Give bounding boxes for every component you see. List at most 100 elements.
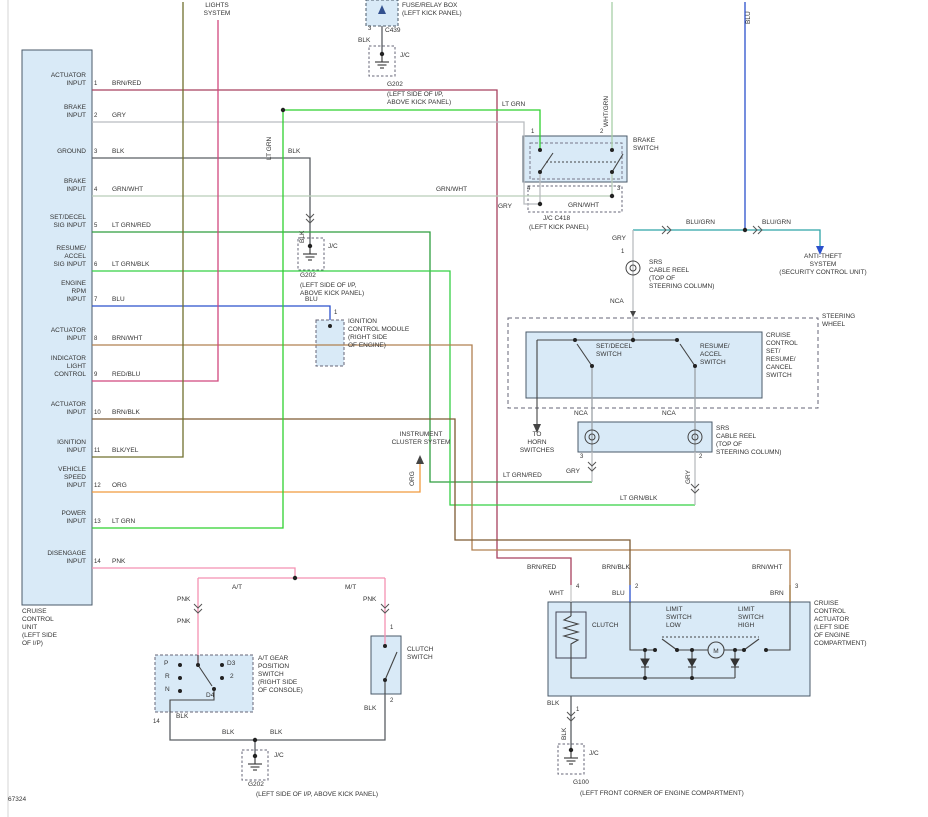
fuse-relay-label: FUSE/RELAY BOX (LEFT KICK PANEL) bbox=[402, 2, 462, 17]
lights-system-label: LIGHTS SYSTEM bbox=[203, 2, 231, 17]
motor-circle bbox=[707, 641, 725, 659]
brn-wht-bottom-label: BRN/WHT bbox=[752, 564, 783, 571]
reel-top-pin-1: 1 bbox=[621, 249, 625, 255]
g100-label: G100 bbox=[573, 779, 589, 786]
g202-top-label: G202 bbox=[387, 81, 403, 88]
gear-pos-p: P bbox=[164, 660, 169, 667]
blu-grn-label-1: BLU/GRN bbox=[686, 219, 715, 226]
act-clutch-label: CLUTCH bbox=[592, 622, 619, 629]
gear-switch-label: A/T GEAR POSITION SWITCH (RIGHT SIDE OF … bbox=[258, 655, 303, 694]
clutch-switch-pin-1: 1 bbox=[390, 625, 394, 631]
brake-switch-label: BRAKE SWITCH bbox=[633, 137, 659, 152]
pin-number: 10 bbox=[94, 410, 101, 416]
gear-pos-d4: D4 bbox=[206, 692, 215, 699]
wire-blk-at bbox=[169, 712, 255, 741]
pin-number: 13 bbox=[94, 519, 101, 525]
rotated-labels: LT GRN WHT/GRN BLU ORG GRY BLK BLK M bbox=[266, 11, 752, 740]
gry-vertical-label: GRY bbox=[685, 469, 692, 484]
nca-top-label: NCA bbox=[610, 298, 624, 305]
wht-grn-vertical-label: WHT/GRN bbox=[603, 96, 610, 127]
brn-blk-bottom-label: BRN/BLK bbox=[602, 564, 630, 571]
jc-c418-label: J/C C418 bbox=[543, 215, 571, 222]
pin-wire-label: GRY bbox=[112, 112, 126, 119]
gear-arm bbox=[197, 664, 213, 687]
diodes bbox=[640, 658, 740, 668]
wire-blu-icm bbox=[92, 305, 331, 320]
pin-wire-label: LT GRN bbox=[112, 518, 136, 525]
steering-wheel-label: STEERING WHEEL bbox=[822, 313, 856, 328]
wire-brn-wht bbox=[92, 344, 791, 585]
pin-wire-label: BRN/BLK bbox=[112, 409, 140, 416]
chevron-gry-right bbox=[690, 483, 700, 494]
steering-entry-arrow bbox=[630, 311, 636, 317]
limit-switch-high-label: LIMIT SWITCH HIGH bbox=[738, 606, 764, 629]
pin-label: GROUND bbox=[57, 148, 86, 155]
pin-label: IGNITION INPUT bbox=[57, 439, 86, 454]
chevron-blk-left bbox=[305, 213, 315, 224]
blk-jc-right-label: BLK bbox=[270, 729, 283, 736]
blk-jc-left-label: BLK bbox=[222, 729, 235, 736]
wire-red-blu bbox=[92, 20, 219, 382]
pin-wire-label: ORG bbox=[112, 482, 127, 489]
component-boxes bbox=[21, 0, 819, 713]
pin-wire-label: BRN/WHT bbox=[112, 335, 143, 342]
pin-label: INDICATOR LIGHT CONTROL bbox=[50, 355, 86, 378]
gear-pin-14: 14 bbox=[153, 719, 160, 725]
connector-chevrons bbox=[193, 213, 763, 722]
at-label: A/T bbox=[232, 584, 243, 591]
grn-wht-c418-label: GRN/WHT bbox=[568, 202, 600, 209]
diagram-id: 67324 bbox=[8, 796, 27, 803]
pin-number: 9 bbox=[94, 372, 98, 378]
resume-accel-arm bbox=[679, 343, 696, 367]
blk-g100-vertical-label: BLK bbox=[561, 727, 568, 740]
blk-left-vertical-label: BLK bbox=[299, 230, 306, 243]
g100-location: (LEFT FRONT CORNER OF ENGINE COMPARTMENT… bbox=[580, 790, 744, 797]
jc-top-label: J/C bbox=[400, 52, 410, 59]
pin-label: BRAKE INPUT bbox=[63, 178, 86, 193]
nca-right-label: NCA bbox=[662, 410, 676, 417]
limit-high-arm bbox=[743, 638, 760, 651]
pin-wire-label: PNK bbox=[112, 558, 126, 565]
reel-coil-top bbox=[625, 260, 641, 276]
junction-dots bbox=[178, 51, 768, 759]
wire-blk-ground bbox=[92, 157, 311, 246]
icm-pin-1: 1 bbox=[334, 310, 338, 316]
gry-c418-label: GRY bbox=[498, 203, 512, 210]
gear-pos-2: 2 bbox=[230, 673, 234, 680]
pin-wire-label: BLK/YEL bbox=[112, 447, 139, 454]
chevron-pnk-at bbox=[193, 603, 203, 614]
set-decel-arm bbox=[576, 343, 593, 367]
cruise-unit-caption: CRUISE CONTROL UNIT (LEFT SIDE OF I/P) bbox=[22, 608, 57, 647]
pin-label: ENGINE RPM INPUT bbox=[61, 280, 86, 303]
internal-wiring bbox=[169, 152, 791, 712]
pin-number: 1 bbox=[94, 81, 98, 87]
horn-arrow bbox=[533, 424, 541, 433]
act-pin-4: 4 bbox=[576, 584, 580, 590]
pin-number: 14 bbox=[94, 559, 101, 565]
pin-label: SET/DECEL SIG INPUT bbox=[49, 214, 86, 229]
gear-exit bbox=[169, 689, 215, 712]
jc-box-mid bbox=[241, 749, 269, 781]
gear-pos-n: N bbox=[165, 686, 170, 693]
brake-pin-4: 4 bbox=[527, 186, 531, 192]
lt-grn-label: LT GRN bbox=[502, 101, 526, 108]
reel-coil-left bbox=[584, 429, 600, 445]
wire-org bbox=[92, 461, 421, 493]
reel-coil-right bbox=[687, 429, 703, 445]
wire-brn-blk bbox=[92, 418, 631, 585]
pin-number: 8 bbox=[94, 336, 98, 342]
chevron-pnk-mt bbox=[380, 603, 390, 614]
pin-number: 7 bbox=[94, 297, 98, 303]
chevron-blu-grn-2 bbox=[752, 225, 763, 235]
clutch-switch-pin-2: 2 bbox=[390, 698, 394, 704]
wire-lt-grn bbox=[92, 109, 541, 529]
pin-label: BRAKE INPUT bbox=[63, 104, 86, 119]
pnk-label-1: PNK bbox=[177, 596, 191, 603]
pin-label: ACTUATOR INPUT bbox=[50, 72, 86, 87]
c439-connector-label: C439 bbox=[385, 27, 401, 34]
jc-box-g100 bbox=[557, 743, 585, 775]
cruise-switch-box bbox=[525, 331, 763, 399]
reel-bottom-pin-3: 3 bbox=[580, 454, 584, 460]
g202-mid-location: (LEFT SIDE OF I/P, ABOVE KICK PANEL) bbox=[256, 791, 379, 798]
diode-1 bbox=[640, 658, 650, 668]
